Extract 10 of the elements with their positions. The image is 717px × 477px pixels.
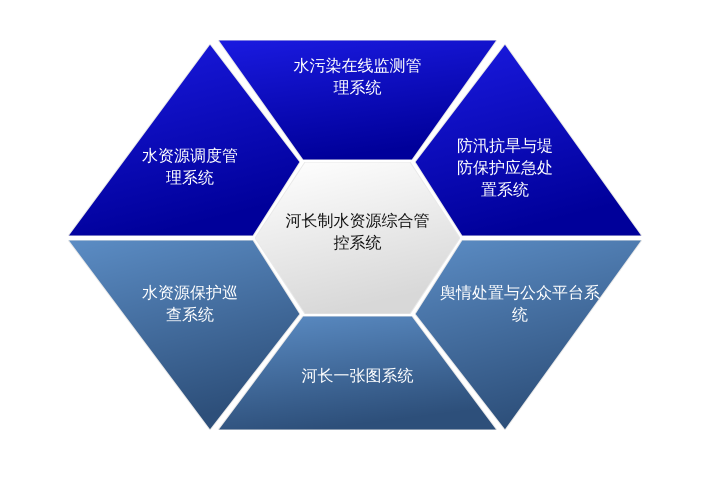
panel-label: 河长一张图系统 — [300, 365, 414, 387]
trapezoid-panel — [68, 240, 300, 430]
panel-label: 防汛抗旱与堤防保护应急处置系统 — [456, 135, 554, 201]
panel-label: 水资源保护巡查系统 — [141, 282, 239, 326]
panel-label: 水资源调度管理系统 — [141, 145, 239, 189]
panel-label: 水污染在线监测管理系统 — [292, 55, 422, 99]
panel-label: 舆情处置与公众平台系统 — [440, 282, 600, 326]
trapezoid-panel — [415, 240, 642, 430]
panel-label: 河长制水资源综合管控系统 — [285, 210, 430, 254]
trapezoid-panel — [218, 316, 497, 430]
